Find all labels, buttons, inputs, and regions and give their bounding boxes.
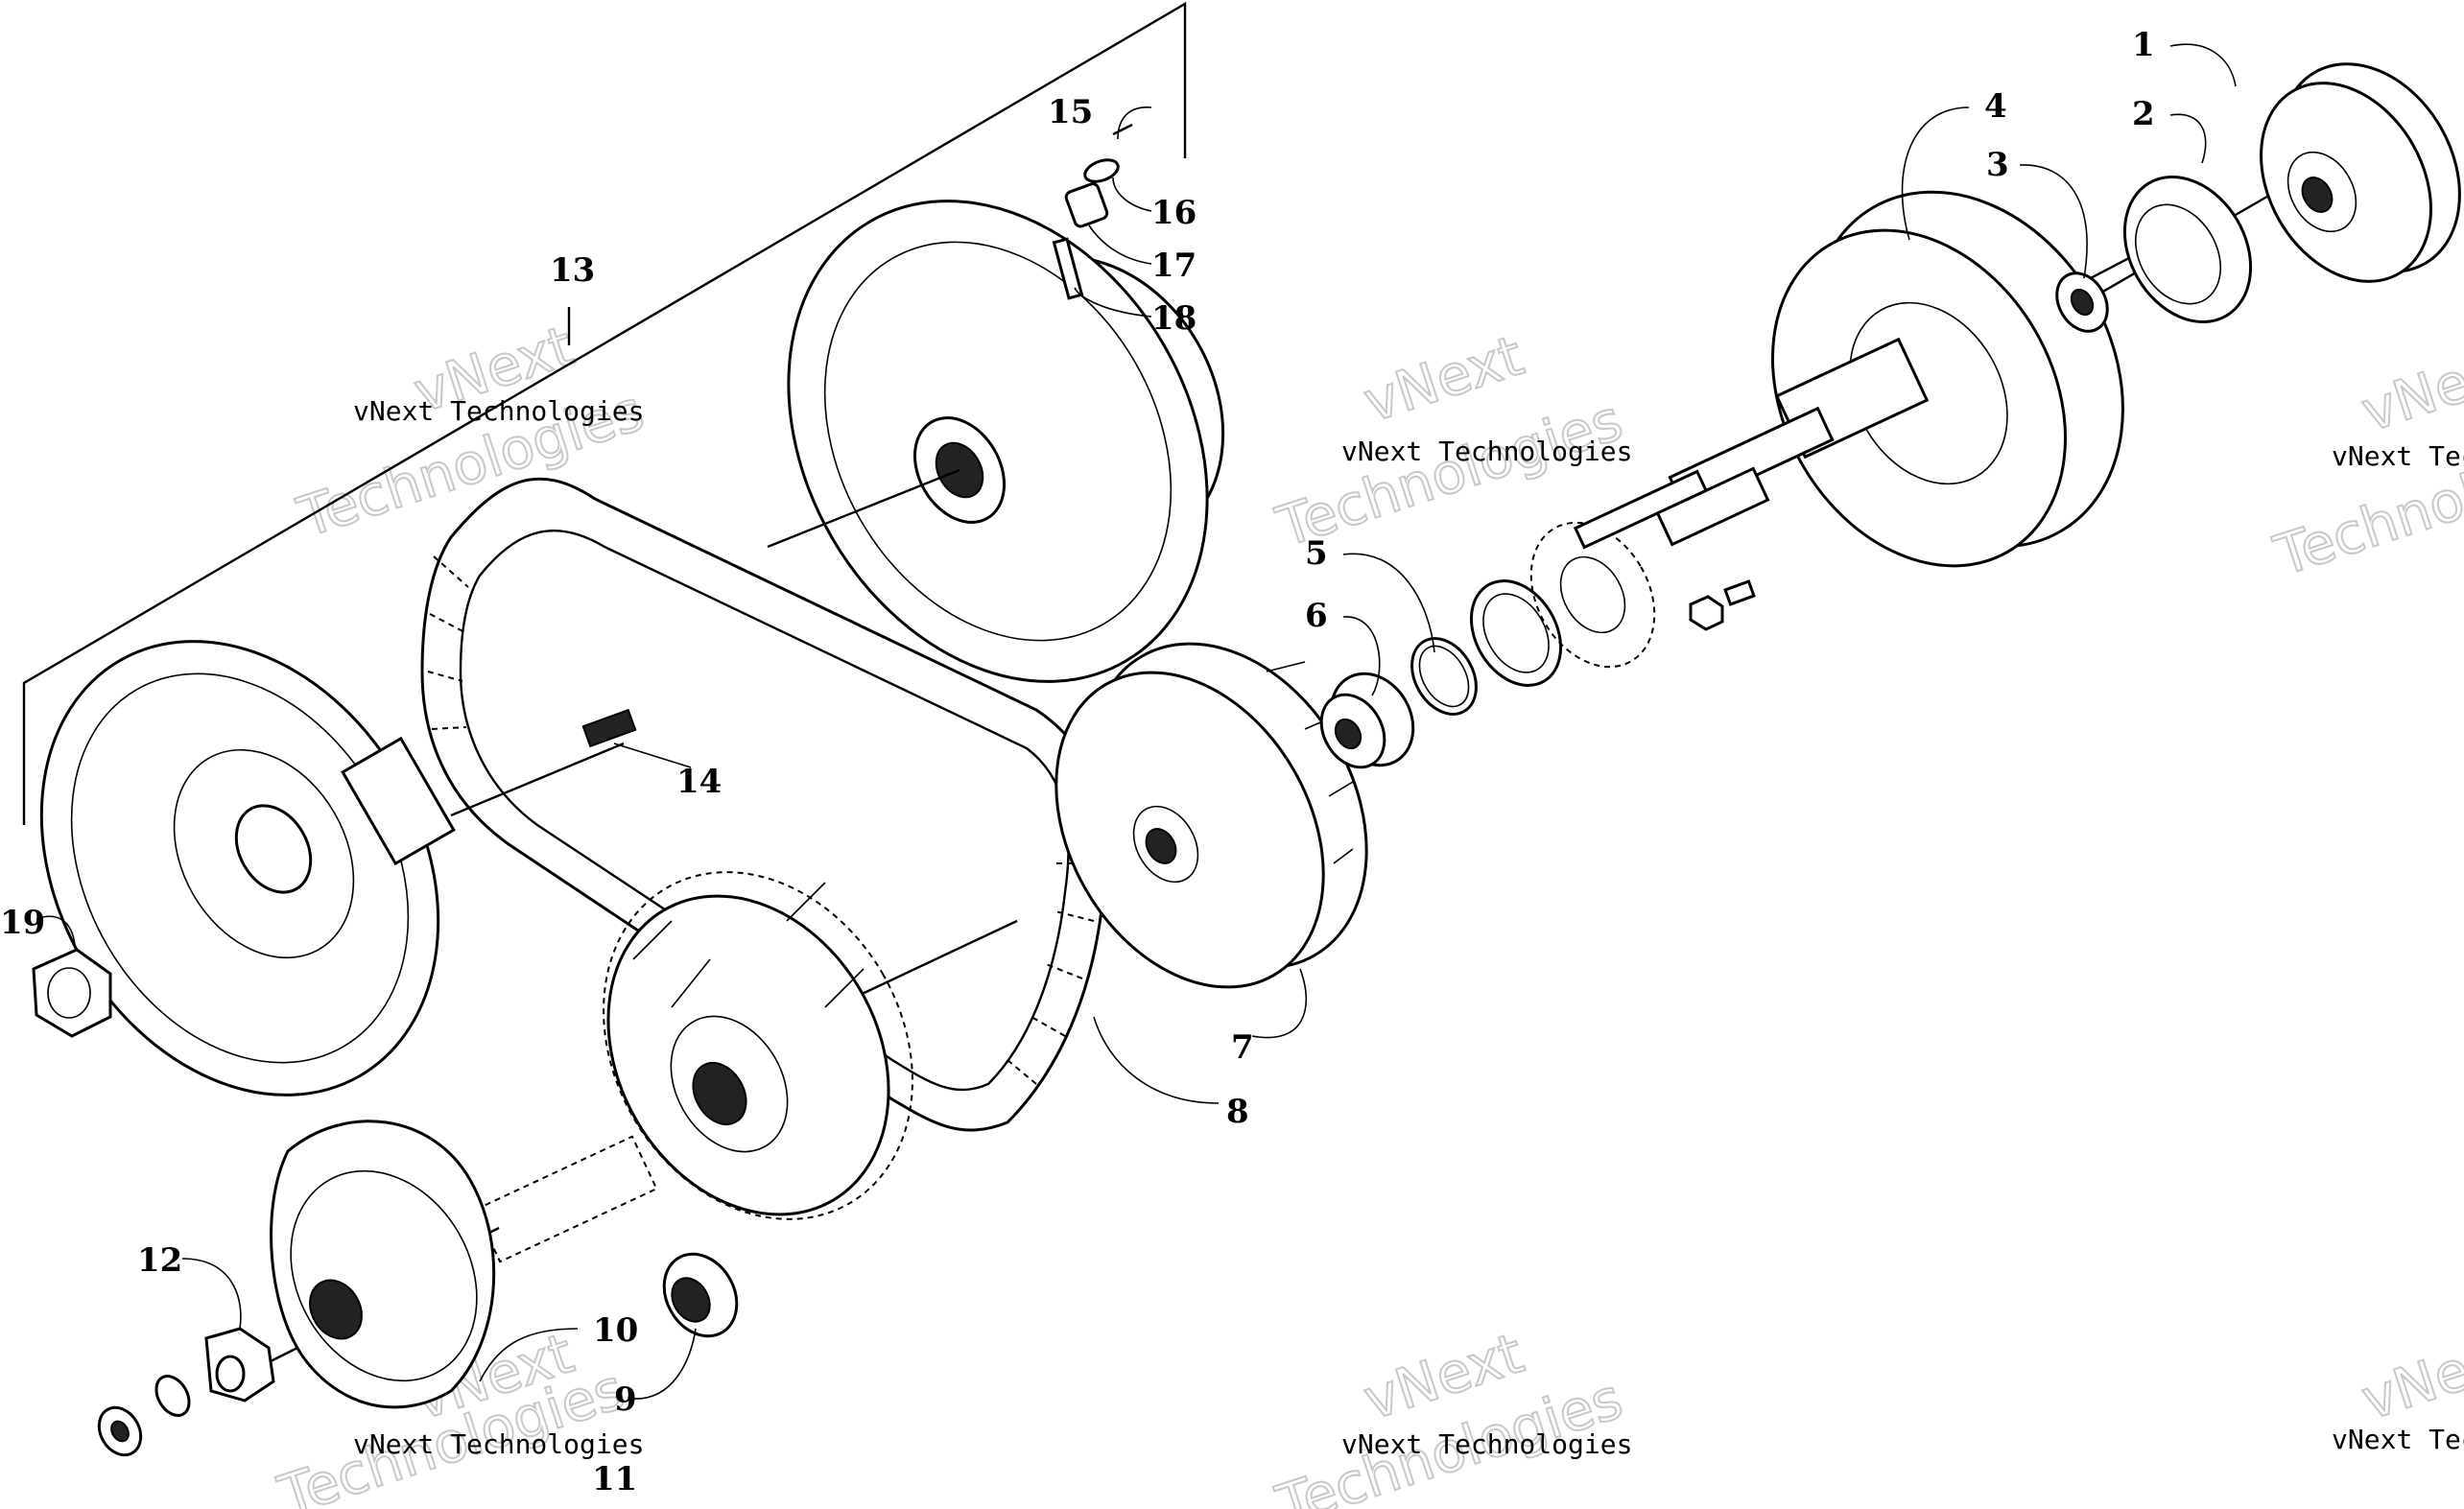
watermark-text: vNext Technologies (353, 1428, 644, 1460)
watermark-word-vnext: vNext (2354, 332, 2464, 444)
washer-small (97, 1375, 191, 1457)
callout-labels: 1 2 3 4 5 6 7 8 9 10 11 12 13 14 15 16 1… (0, 26, 2155, 1498)
watermark-text: vNext Technologies (2332, 1424, 2464, 1455)
clutch-hub-1 (2260, 62, 2461, 283)
callout-16: 16 (1151, 194, 1196, 232)
callout-3: 3 (1986, 146, 2009, 184)
bolt-washer (1689, 579, 1756, 631)
callout-5: 5 (1305, 534, 1328, 573)
driven-fan-sheave (1054, 642, 1368, 989)
callout-9: 9 (614, 1380, 637, 1419)
watermark-word-vnext: vNext (1356, 322, 1530, 435)
watermark-group-3: vNext Technologies vNext Technologies (2265, 331, 2464, 589)
callout-11: 11 (592, 1460, 637, 1498)
callout-10: 10 (593, 1311, 638, 1350)
watermark-text: vNext Technologies (1341, 1428, 1632, 1460)
callout-4: 4 (1984, 87, 2007, 126)
driven-pulley-rear-sheave (787, 200, 1225, 683)
callout-18: 18 (1151, 299, 1196, 338)
assembly-bracket-13 (22, 1, 1187, 825)
callout-17: 17 (1151, 247, 1196, 285)
callout-13: 13 (550, 251, 595, 290)
bearing-9 (662, 1252, 739, 1338)
cover-plate (270, 1120, 496, 1409)
callout-2: 2 (2132, 95, 2155, 133)
callout-19: 19 (0, 904, 45, 942)
callout-6: 6 (1305, 597, 1328, 635)
moveable-drive-face (603, 871, 913, 1220)
drive-belt (420, 477, 1107, 1132)
watermark-text: vNext Technologies (353, 395, 644, 427)
o-ring-5 (1410, 637, 1478, 716)
leader-lines (36, 43, 2237, 1400)
callout-15: 15 (1048, 93, 1093, 131)
key-part (581, 708, 637, 748)
watermark-group-6: vNext vNext Technologies (2332, 1319, 2464, 1455)
washer-3 (2055, 271, 2109, 333)
bearing-6 (1319, 672, 1415, 769)
seal-bearing-pack (1469, 521, 1656, 687)
callout-1: 1 (2132, 26, 2155, 64)
clutch-drum-shaft (1573, 190, 2124, 568)
shaft-sleeve (474, 1135, 658, 1263)
watermark-word-vnext: vNext (2354, 1320, 2464, 1432)
watermark-text: vNext Technologies (2332, 440, 2464, 472)
callout-12: 12 (137, 1241, 182, 1280)
watermark-group-5: vNext Technologies vNext Technologies (1268, 1319, 1632, 1509)
pin-assembly (1052, 123, 1133, 300)
nut-12 (204, 1327, 275, 1403)
callout-8: 8 (1226, 1093, 1249, 1131)
callout-7: 7 (1231, 1028, 1254, 1067)
watermark-group-2: vNext Technologies vNext Technologies (1268, 321, 1632, 560)
nut-19 (32, 948, 112, 1038)
callout-14: 14 (676, 763, 722, 801)
watermark-text: vNext Technologies (1341, 436, 1632, 467)
one-way-clutch-2 (2122, 176, 2253, 323)
